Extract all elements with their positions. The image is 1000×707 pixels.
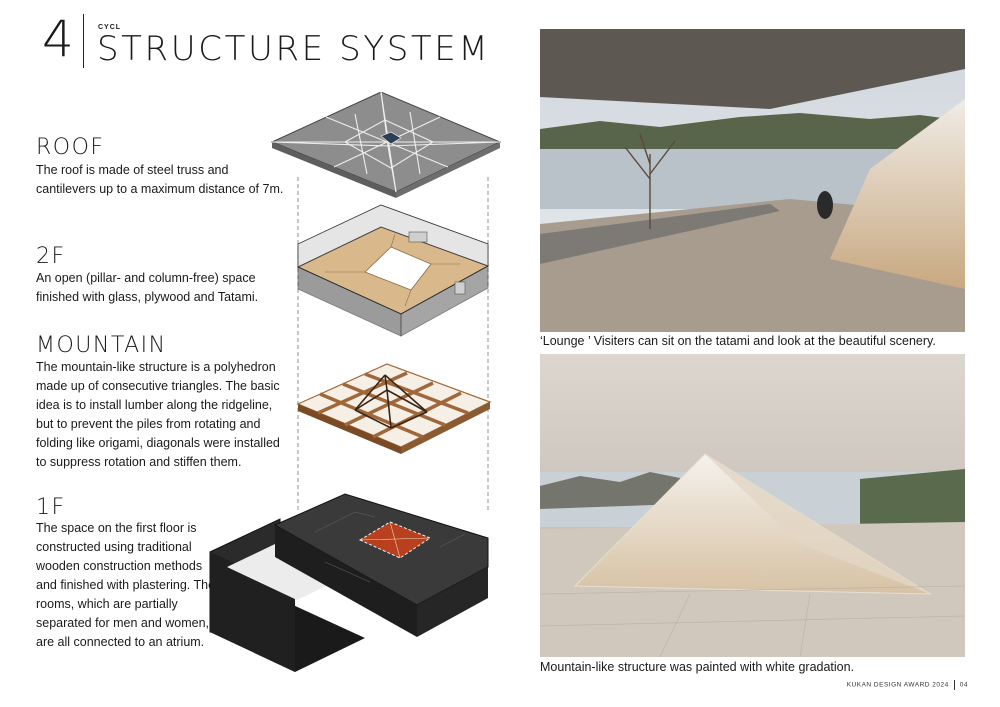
caption-mountain: Mountain-like structure was painted with… <box>540 660 855 674</box>
text-1f: The space on the first floor is construc… <box>36 521 216 649</box>
heading-2f: 2F <box>36 244 66 269</box>
photo-mountain <box>540 354 965 657</box>
text-2f: An open (pillar- and column-free) space … <box>36 271 259 304</box>
heading-1f: 1F <box>36 495 66 520</box>
exploded-axonometric-diagram <box>209 92 502 672</box>
photo-lounge <box>540 29 965 332</box>
footer-divider <box>953 680 955 690</box>
page-title: STRUCTURE SYSTEM <box>97 29 491 69</box>
caption-lounge: ‘Lounge ’ Visiters can sit on the tatami… <box>540 334 936 348</box>
page-number: 04 <box>959 681 968 689</box>
1f-layer <box>209 493 489 672</box>
section-kicker: CYCL <box>98 24 122 31</box>
footer: KUKAN DESIGN AWARD 2024 04 <box>847 680 968 690</box>
title-divider <box>83 14 84 68</box>
text-roof: The roof is made of steel truss and cant… <box>36 163 284 196</box>
2f-layer <box>296 204 490 337</box>
roof-layer <box>270 92 502 198</box>
section-number: 4 <box>42 10 74 68</box>
heading-roof: ROOF <box>36 135 105 160</box>
text-mountain: The mountain-like structure is a polyhed… <box>36 360 280 469</box>
mountain-lumber-layer <box>296 363 492 454</box>
footer-award: KUKAN DESIGN AWARD 2024 <box>846 681 949 689</box>
heading-mountain: MOUNTAIN <box>36 333 167 358</box>
